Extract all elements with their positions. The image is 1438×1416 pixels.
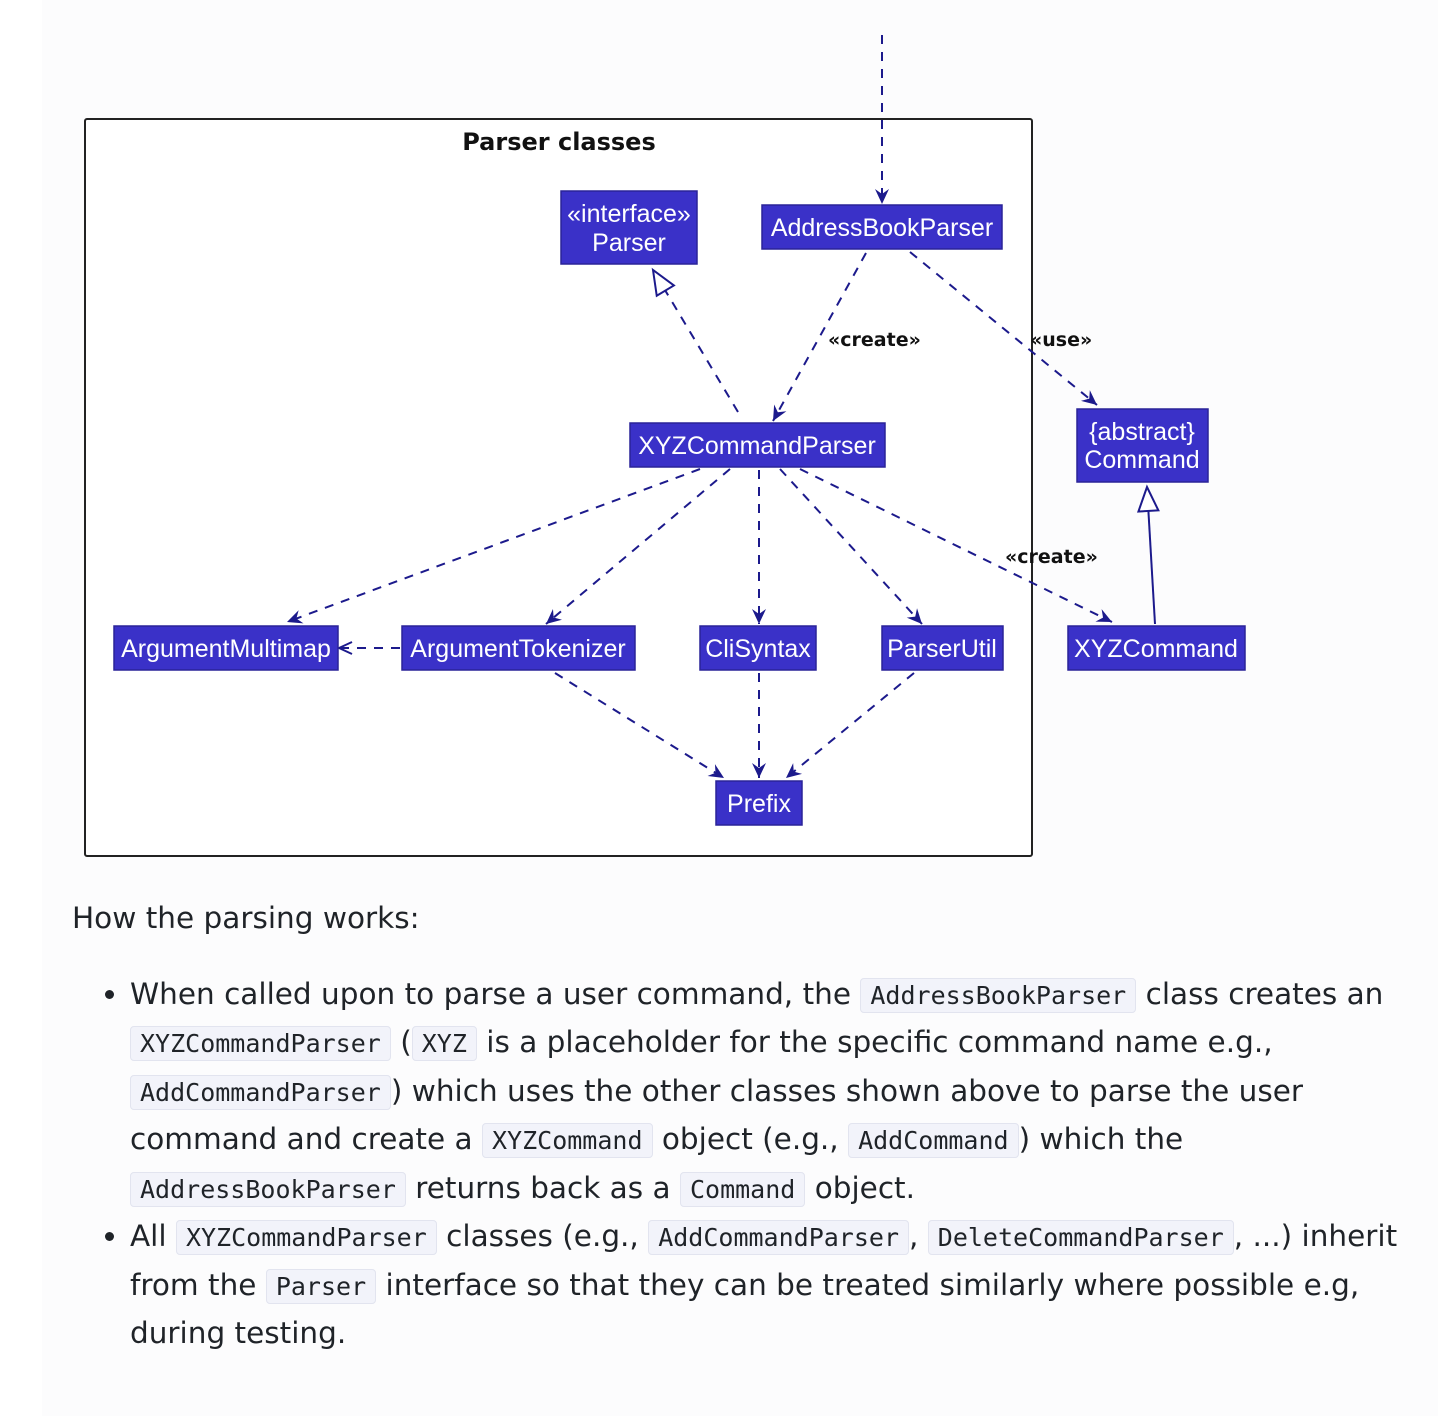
node-xyz-command-parser[interactable]: XYZCommandParser [629,422,886,468]
node-prefix[interactable]: Prefix [715,780,803,826]
code-xyz: XYZ [411,1026,477,1061]
svg-text:«interface»: «interface» [567,200,691,228]
code-delete-command-parser: DeleteCommandParser [927,1220,1234,1255]
code-address-book-parser: AddressBookParser [860,977,1137,1013]
list-item: When called upon to parse a user command… [130,971,1434,1214]
text-run: is a placeholder for the specific comman… [476,1025,1273,1059]
svg-text:XYZCommand: XYZCommand [1074,635,1238,663]
text-run: object (e.g., [652,1122,849,1156]
svg-text:Parser: Parser [592,229,666,257]
svg-text:ArgumentTokenizer: ArgumentTokenizer [410,635,625,663]
svg-text:ArgumentMultimap: ArgumentMultimap [121,635,331,663]
text-run: , ...) inherit from the [130,1219,1398,1302]
label-create-command: «create» [1005,546,1098,568]
edge-xyz-command-extends-command [1136,484,1160,625]
edge-create-xyz-command [799,468,1113,623]
text-run: All [130,1219,176,1253]
text-run: ( [390,1025,412,1059]
intro-text: How the parsing works: [72,901,420,935]
edge-create-xyz-command-parser [772,252,867,422]
node-command[interactable]: {abstract} Command [1076,408,1209,483]
node-address-book-parser[interactable]: AddressBookParser [761,204,1003,250]
code-xyz-command-parser: XYZCommandParser [130,1026,391,1061]
edge-xyz-to-argument-tokenizer [545,468,731,625]
parser-class-diagram: Parser classes «create» «use» «create» «… [84,35,1246,857]
edge-parser-util-to-prefix [785,672,915,779]
node-cli-syntax[interactable]: CliSyntax [699,625,817,671]
svg-text:{abstract}: {abstract} [1089,418,1195,446]
node-xyz-command[interactable]: XYZCommand [1067,625,1246,671]
svg-text:Prefix: Prefix [727,790,791,818]
svg-text:AddressBookParser: AddressBookParser [771,214,993,242]
edge-xyz-parser-implements-parser [651,267,739,413]
code-xyz-command-parser: XYZCommandParser [175,1220,437,1255]
edge-xyz-to-parser-util [779,468,923,625]
code-add-command: AddCommand [848,1123,1019,1158]
code-add-command-parser: AddCommandParser [130,1074,391,1110]
explanation-list: When called upon to parse a user command… [72,971,1434,1358]
code-command: Command [679,1171,806,1207]
node-argument-multimap[interactable]: ArgumentMultimap [113,625,339,671]
text-run: object. [805,1170,915,1205]
label-create-parser: «create» [828,329,921,351]
text-run: classes (e.g., [436,1219,649,1253]
text-run: ) which uses the other classes shown abo… [130,1073,1303,1157]
text-run: interface so that they can be treated si… [130,1267,1360,1351]
text-run: When called upon to parse a user command… [130,976,861,1011]
edge-use-command [909,251,1098,406]
package-frame [84,118,1033,857]
svg-text:CliSyntax: CliSyntax [705,635,811,663]
text-run: , [909,1219,928,1253]
svg-text:XYZCommandParser: XYZCommandParser [638,432,876,460]
text-run: returns back as a [405,1170,680,1205]
text-run: class creates an [1136,976,1384,1011]
code-address-book-parser: AddressBookParser [130,1171,406,1207]
label-use-command: «use» [1030,329,1092,351]
svg-text:ParserUtil: ParserUtil [887,635,997,663]
code-xyz-command: XYZCommand [481,1123,653,1158]
code-parser: Parser [265,1268,377,1304]
code-add-command-parser: AddCommandParser [648,1220,910,1255]
package-title: Parser classes [462,128,656,156]
svg-text:Command: Command [1084,446,1199,474]
edge-xyz-to-argument-multimap [286,468,701,624]
list-item: All XYZCommandParser classes (e.g., AddC… [130,1213,1434,1358]
node-argument-tokenizer[interactable]: ArgumentTokenizer [401,625,636,671]
node-parser-util[interactable]: ParserUtil [881,625,1004,671]
parsing-explanation: How the parsing works: When called upon … [72,895,1434,1358]
node-parser[interactable]: «interface» Parser [560,190,698,265]
text-run: ) which the [1018,1122,1184,1156]
